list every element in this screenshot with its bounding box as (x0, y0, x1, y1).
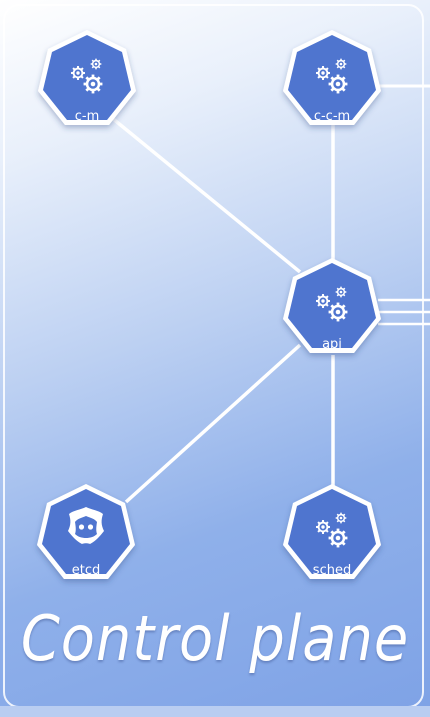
edge-etcd-api (124, 343, 302, 504)
etcd-icon (68, 507, 104, 544)
diagram-title: Control plane (20, 602, 410, 675)
node-label: sched (313, 563, 351, 578)
edge-c-m-api (110, 116, 302, 274)
node-c-c-m[interactable]: c-c-m (283, 30, 381, 125)
bottom-band (0, 706, 430, 717)
node-label: etcd (72, 563, 101, 578)
node-sched[interactable]: sched (283, 484, 381, 579)
node-label: api (322, 337, 342, 352)
node-c-m[interactable]: c-m (38, 30, 136, 125)
node-etcd[interactable]: etcd (37, 484, 135, 579)
node-label: c-m (75, 109, 100, 124)
node-api[interactable]: api (283, 258, 381, 353)
node-label: c-c-m (314, 109, 350, 124)
edges (110, 84, 430, 504)
